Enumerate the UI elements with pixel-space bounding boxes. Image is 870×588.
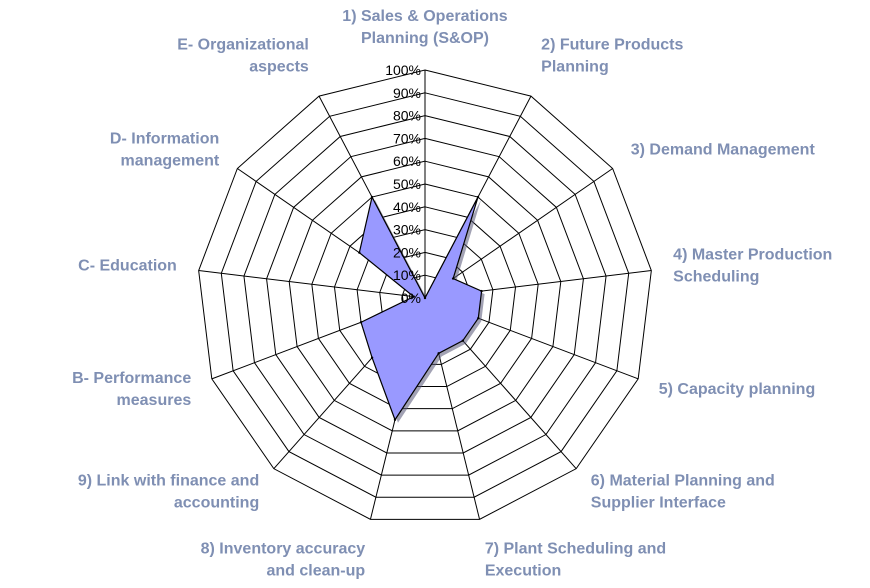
category-label-line: Scheduling <box>673 269 759 286</box>
category-label-line: D- Information <box>110 130 219 147</box>
category-label-line: E- Organizational <box>177 37 309 54</box>
category-label-line: Execution <box>485 563 561 580</box>
tick-label-70: 70% <box>393 130 421 146</box>
category-label-line: 8) Inventory accuracy <box>201 541 366 558</box>
category-label-line: 7) Plant Scheduling and <box>485 541 666 558</box>
tick-label-100: 100% <box>385 62 421 78</box>
grid-ring-50 <box>311 183 539 410</box>
data-point-5 <box>477 317 480 320</box>
category-label-line: 3) Demand Management <box>631 141 816 158</box>
data-point-11 <box>412 295 415 298</box>
category-label-3: 3) Demand Management <box>631 141 816 158</box>
tick-label-20: 20% <box>393 244 421 260</box>
tick-label-60: 60% <box>393 153 421 169</box>
data-point-13 <box>370 195 374 199</box>
data-point-4 <box>480 289 483 293</box>
tick-label-90: 90% <box>393 85 421 101</box>
grid-ring-90 <box>220 92 630 498</box>
category-label-line: 2) Future Products <box>541 37 683 54</box>
grid-ring-40 <box>333 206 517 388</box>
data-point-12 <box>358 251 361 254</box>
category-label-13: E- Organizational aspects <box>177 37 309 76</box>
category-label-12: D- Information management <box>110 130 220 169</box>
radial-tick-labels: 0% 10% 20% 30% 40% 50% 60% 70% 80% 90% 100% <box>385 62 421 306</box>
tick-label-0: 0% <box>401 290 421 306</box>
category-label-10: B- Performance measures <box>72 370 191 409</box>
category-label-line: and clean-up <box>266 563 365 580</box>
category-label-line: accounting <box>174 495 259 512</box>
category-label-line: aspects <box>249 59 309 76</box>
category-label-line: 4) Master Production <box>673 247 832 264</box>
data-area <box>358 195 483 422</box>
category-label-line: 5) Capacity planning <box>659 381 815 398</box>
category-label-line: C- Education <box>78 258 177 275</box>
category-label-8: 8) Inventory accuracy and clean-up <box>201 541 366 580</box>
data-point-7 <box>437 352 440 355</box>
data-point-3 <box>451 277 455 280</box>
grid-ring-70 <box>266 137 584 454</box>
category-label-line: management <box>121 152 220 169</box>
category-label-5: 5) Capacity planning <box>659 381 815 398</box>
category-label-line: B- Performance <box>72 370 191 387</box>
category-label-11: C- Education <box>78 258 177 275</box>
category-label-line: 9) Link with finance and <box>78 473 259 490</box>
radar-data-series <box>358 195 485 423</box>
data-point-6 <box>461 339 464 342</box>
tick-label-80: 80% <box>393 108 421 124</box>
category-label-line: Planning (S&OP) <box>361 30 489 47</box>
tick-label-30: 30% <box>393 222 421 238</box>
grid-ring-80 <box>243 115 607 476</box>
grid-ring-60 <box>288 160 562 432</box>
data-point-10 <box>359 321 363 324</box>
category-label-line: measures <box>117 392 192 409</box>
spoke-11 <box>198 270 426 299</box>
tick-label-40: 40% <box>393 199 421 215</box>
category-label-line: 1) Sales & Operations <box>342 8 507 25</box>
data-point-9 <box>370 356 374 359</box>
category-label-line: 6) Material Planning and <box>591 473 775 490</box>
category-label-line: Planning <box>541 59 609 76</box>
category-label-line: Supplier Interface <box>591 495 726 512</box>
tick-label-10: 10% <box>393 267 421 283</box>
data-point-2 <box>476 195 480 199</box>
category-label-9: 9) Link with finance and accounting <box>78 473 259 512</box>
grid-ring-100 <box>198 69 652 520</box>
tick-label-50: 50% <box>393 176 421 192</box>
data-point-1 <box>423 296 427 300</box>
radar-grid <box>198 69 652 520</box>
data-point-8 <box>393 418 397 421</box>
